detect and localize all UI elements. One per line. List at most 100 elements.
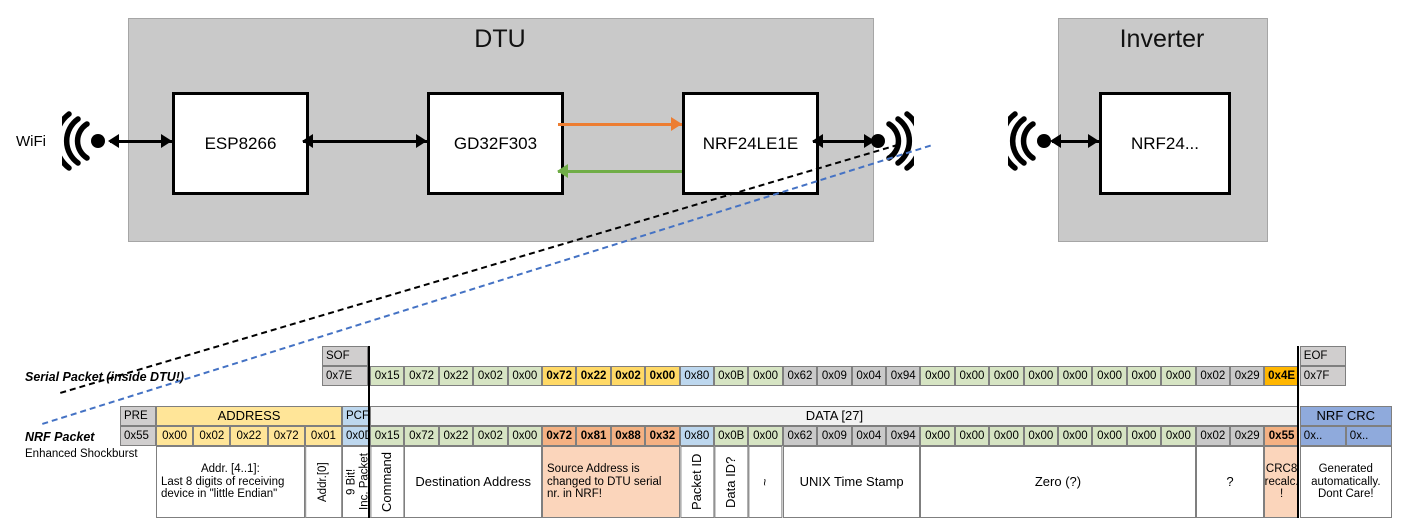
nrf-byte-11: 0x00 xyxy=(748,426,783,446)
desc-zero: Zero (?) xyxy=(920,446,1196,518)
chip-esp8266: ESP8266 xyxy=(172,92,309,195)
serial-byte-9: 0x80 xyxy=(679,366,714,386)
nrf-byte-19: 0x00 xyxy=(1023,426,1058,446)
dtu-title: DTU xyxy=(474,25,526,53)
nrf-byte-26: 0x55 xyxy=(1264,426,1299,446)
desc-tilde: ~ xyxy=(748,446,783,518)
gd32-nrf-uplink-line xyxy=(558,123,682,126)
desc-addr0: Addr.[0] xyxy=(304,446,342,518)
desc-question: ? xyxy=(1195,446,1265,518)
serial-byte-11: 0x00 xyxy=(748,366,783,386)
wifi-antenna-icon xyxy=(52,111,108,171)
serial-byte-1: 0x72 xyxy=(404,366,439,386)
nrf-byte-14: 0x04 xyxy=(851,426,886,446)
inverter-antenna-arrow-right xyxy=(1088,134,1099,148)
nrf-byte-12: 0x62 xyxy=(782,426,818,446)
inverter-antenna-arrow-left xyxy=(1050,134,1061,148)
serial-eof-header: EOF xyxy=(1299,346,1346,366)
nrf-address-byte-3: 0x72 xyxy=(267,426,305,446)
serial-byte-13: 0x09 xyxy=(817,366,852,386)
nrf-byte-2: 0x22 xyxy=(438,426,474,446)
desc-data-id: Data ID? xyxy=(714,446,749,518)
serial-byte-26: 0x4E xyxy=(1264,366,1299,386)
esp-gd32-arrow-right xyxy=(416,134,427,148)
serial-byte-25: 0x29 xyxy=(1230,366,1265,386)
nrf-byte-23: 0x00 xyxy=(1161,426,1196,446)
wifi-link-line xyxy=(110,140,172,143)
desc-crc-note: Generated automatically.Dont Care! xyxy=(1299,446,1392,518)
serial-byte-6: 0x22 xyxy=(576,366,611,386)
nrf-byte-1: 0x72 xyxy=(404,426,439,446)
serial-byte-3: 0x02 xyxy=(473,366,508,386)
serial-sof-header: SOF xyxy=(322,346,368,366)
serial-byte-22: 0x00 xyxy=(1126,366,1162,386)
serial-byte-8: 0x00 xyxy=(645,366,680,386)
nrf-byte-8: 0x32 xyxy=(645,426,680,446)
nrf-packet-sublabel: Enhanced Shockburst xyxy=(25,448,138,460)
serial-byte-16: 0x00 xyxy=(920,366,955,386)
desc-packet-id: Packet ID xyxy=(679,446,714,518)
nrf-pre-value: 0x55 xyxy=(120,426,156,446)
serial-byte-0: 0x15 xyxy=(370,366,405,386)
nrf-byte-10: 0x0B xyxy=(714,426,749,446)
nrf-byte-18: 0x00 xyxy=(989,426,1024,446)
serial-byte-5: 0x72 xyxy=(542,366,577,386)
nrf-pre-header: PRE xyxy=(120,406,156,426)
nrf-byte-25: 0x29 xyxy=(1230,426,1265,446)
nrf-address-byte-1: 0x02 xyxy=(193,426,231,446)
nrf-byte-17: 0x00 xyxy=(954,426,990,446)
chip-nrf24le1e: NRF24LE1E xyxy=(682,92,819,195)
serial-byte-19: 0x00 xyxy=(1023,366,1058,386)
nrf-byte-0: 0x15 xyxy=(370,426,405,446)
wifi-label: WiFi xyxy=(16,133,46,150)
serial-byte-21: 0x00 xyxy=(1092,366,1127,386)
nrf-byte-3: 0x02 xyxy=(473,426,508,446)
gd32-nrf-uplink-arrow xyxy=(671,117,682,131)
nrf-antenna-arrow-left xyxy=(812,134,823,148)
nrf-address-byte-4: 0x01 xyxy=(304,426,342,446)
nrf-antenna-arrow-right xyxy=(864,134,875,148)
nrf-byte-9: 0x80 xyxy=(679,426,714,446)
serial-byte-24: 0x02 xyxy=(1195,366,1230,386)
serial-byte-17: 0x00 xyxy=(954,366,990,386)
nrf-byte-16: 0x00 xyxy=(920,426,955,446)
nrf-packet-label: NRF Packet xyxy=(25,430,95,444)
nrf-byte-6: 0x81 xyxy=(576,426,611,446)
desc-source-note: Source Address is changed to DTU serial … xyxy=(542,446,680,518)
serial-byte-2: 0x22 xyxy=(438,366,474,386)
wifi-link-arrow-left xyxy=(108,134,119,148)
serial-eof-value: 0x7F xyxy=(1299,366,1346,386)
esp-gd32-line xyxy=(303,140,427,143)
nrf-byte-15: 0x94 xyxy=(886,426,921,446)
nrf-byte-22: 0x00 xyxy=(1126,426,1162,446)
nrf-antenna-line xyxy=(813,140,875,143)
nrf-frame-left-edge xyxy=(368,426,370,518)
nrf-byte-5: 0x72 xyxy=(542,426,577,446)
serial-frame-left-edge xyxy=(368,346,370,426)
desc-address-note: Addr. [4..1]:Last 8 digits of receiving … xyxy=(156,446,305,518)
serial-packet-label: Serial Packet (inside DTU!) xyxy=(25,370,185,384)
serial-byte-12: 0x62 xyxy=(782,366,818,386)
serial-byte-20: 0x00 xyxy=(1058,366,1093,386)
nrf-data-header: DATA [27] xyxy=(370,406,1299,426)
inverter-antenna-line xyxy=(1052,140,1099,143)
serial-byte-10: 0x0B xyxy=(714,366,749,386)
nrf-byte-20: 0x00 xyxy=(1058,426,1093,446)
esp-gd32-arrow-left xyxy=(302,134,313,148)
nrf-crc-header: NRF CRC xyxy=(1299,406,1392,426)
serial-byte-4: 0x00 xyxy=(507,366,542,386)
chip-gd32f303: GD32F303 xyxy=(427,92,564,195)
nrf-byte-21: 0x00 xyxy=(1092,426,1127,446)
nrf-byte-4: 0x00 xyxy=(507,426,542,446)
nrf-crc-byte-1: 0x.. xyxy=(1345,426,1392,446)
wifi-link-arrow-right xyxy=(161,134,172,148)
nrf-gd32-downlink-arrow xyxy=(557,164,568,178)
serial-byte-15: 0x94 xyxy=(886,366,921,386)
nrf-address-header: ADDRESS xyxy=(156,406,342,426)
serial-byte-7: 0x02 xyxy=(610,366,646,386)
serial-byte-18: 0x00 xyxy=(989,366,1024,386)
chip-inverter-nrf24: NRF24... xyxy=(1099,92,1231,195)
desc-command: Command xyxy=(370,446,405,518)
serial-byte-23: 0x00 xyxy=(1161,366,1196,386)
